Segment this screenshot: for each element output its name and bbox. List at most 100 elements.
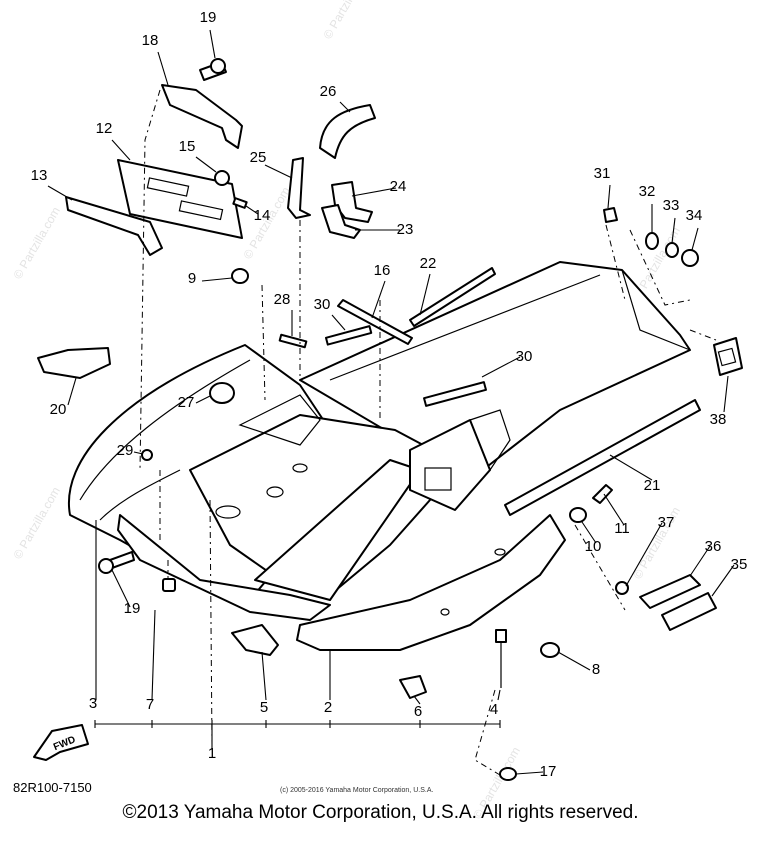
callout-27: 27 [178,394,195,411]
leader [201,277,233,282]
leader [245,205,259,215]
rear-box [409,419,491,511]
rod-cap [495,629,507,643]
plate-slot [146,177,190,197]
leader [351,187,397,197]
callout-32: 32 [639,183,656,200]
leader [419,273,431,316]
callout-31: 31 [594,165,611,182]
leader [371,280,386,319]
small-pad [232,197,248,209]
callout-22: 22 [420,255,437,272]
leader [67,377,77,406]
callout-9: 9 [188,270,196,287]
box-grille [424,467,452,491]
callout-8: 8 [592,661,600,678]
plug-8 [540,642,560,658]
assembly-line [139,89,161,471]
leader [264,164,293,179]
leader [157,51,169,86]
leader [195,395,211,404]
leader [609,454,653,481]
diagram-code: 82R100-7150 [13,780,92,795]
washer-32 [645,232,659,250]
seal-strip [423,381,487,407]
fwd-arrow: FWD [33,724,89,761]
hex-nut [603,207,618,223]
callout-36: 36 [705,538,722,555]
callout-28: 28 [274,291,291,308]
callout-15: 15 [179,138,196,155]
leader [261,651,267,701]
copyright-notice: ©2013 Yamaha Motor Corporation, U.S.A. A… [122,802,639,823]
cross-bar [337,299,413,345]
leader [331,314,346,331]
callout-38: 38 [710,411,727,428]
plug [162,578,176,592]
callout-23: 23 [397,221,414,238]
leader [723,375,729,413]
callout-19: 19 [200,9,217,26]
bolt-lower-head [98,558,114,574]
small-screw [615,581,629,595]
leader [557,651,591,671]
hose-clip [399,675,427,699]
callout-13: 13 [31,167,48,184]
callout-33: 33 [663,197,680,214]
callout-29: 29 [117,442,134,459]
leader [625,522,663,587]
leader [515,771,544,775]
leader [497,689,501,701]
callout-3: 3 [89,695,97,712]
deck-edge [621,269,691,351]
assembly-line [574,524,626,611]
seal-strip [324,325,373,346]
round-grommet [209,382,235,404]
leader [671,217,676,244]
small-copyright: (c) 2005-2016 Yamaha Motor Corporation, … [280,787,434,794]
leader [691,227,699,251]
floor-hole [215,505,241,519]
fwd-arrow-shape [33,724,89,761]
grommet [231,268,249,284]
washer-33 [665,242,679,258]
vent-grille-inner [717,347,737,367]
hull-hole [440,608,450,616]
long-strip [409,267,496,327]
callout-7: 7 [146,696,154,713]
floor-hole [292,463,308,473]
watermark: © Partzilla.com [10,204,63,281]
collar [569,507,587,523]
lower-rail [117,514,331,621]
callout-30: 30 [314,296,331,313]
leader [481,356,521,378]
callout-26: 26 [320,83,337,100]
leader [339,101,351,113]
callout-6: 6 [414,703,422,720]
leader-lines [47,29,735,775]
nut [214,170,230,186]
cockpit-floor [189,414,471,596]
watermark: © Partzilla.com [10,484,63,561]
callout-17: 17 [540,763,557,780]
callout-37: 37 [658,514,675,531]
leader [133,451,144,455]
leader [47,185,73,201]
box-side [469,409,511,471]
leader [413,695,421,705]
leader [711,564,735,597]
callout-34: 34 [686,207,703,224]
callout-25: 25 [250,149,267,166]
hull-crease [79,359,251,501]
leader [581,521,597,544]
hull-crease-2 [99,469,181,521]
callout-2: 2 [324,699,332,716]
callout-16: 16 [374,262,391,279]
watermark: © Partzilla.com [320,0,373,42]
cowl-bracket [238,394,321,446]
mount-bracket [161,84,243,149]
callout-20: 20 [50,401,67,418]
